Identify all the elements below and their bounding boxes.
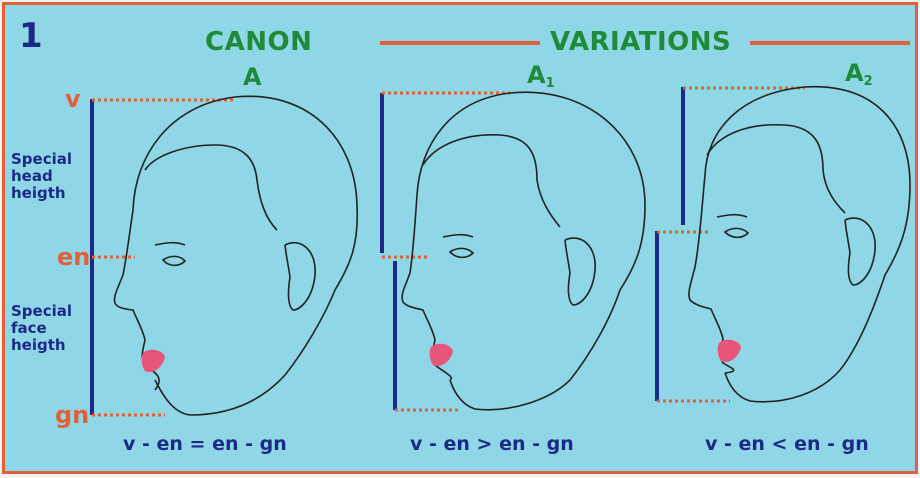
panel-number: 1 [19,16,43,56]
a1-lips [429,343,453,367]
a2-head-outline [688,86,911,403]
figure-graphics [90,41,911,417]
a2-lips [717,339,741,363]
landmark-gn-label: gn [55,401,90,429]
heading-canon: CANON [205,27,313,57]
side-label-head-height: Special head heigth [11,150,73,202]
panel-canon-graphics [90,95,359,417]
panel-a1-graphics [380,91,646,412]
canon-lips [141,349,165,373]
heading-variations: VARIATIONS [550,27,732,57]
panel-a2-graphics [655,86,911,403]
landmark-en-label: en [57,243,91,271]
panel-letter-a: A [243,63,262,91]
side-label-face-height: Special face heigth [11,302,73,354]
formula-canon: v - en = en - gn [123,433,287,455]
panel-letter-a1: A1 [527,61,555,91]
canon-head-outline [113,95,359,416]
landmark-v-label: v [65,85,81,113]
panel-letter-a2: A2 [845,59,873,89]
formula-a1: v - en > en - gn [410,433,574,455]
formula-a2: v - en < en - gn [705,433,869,455]
